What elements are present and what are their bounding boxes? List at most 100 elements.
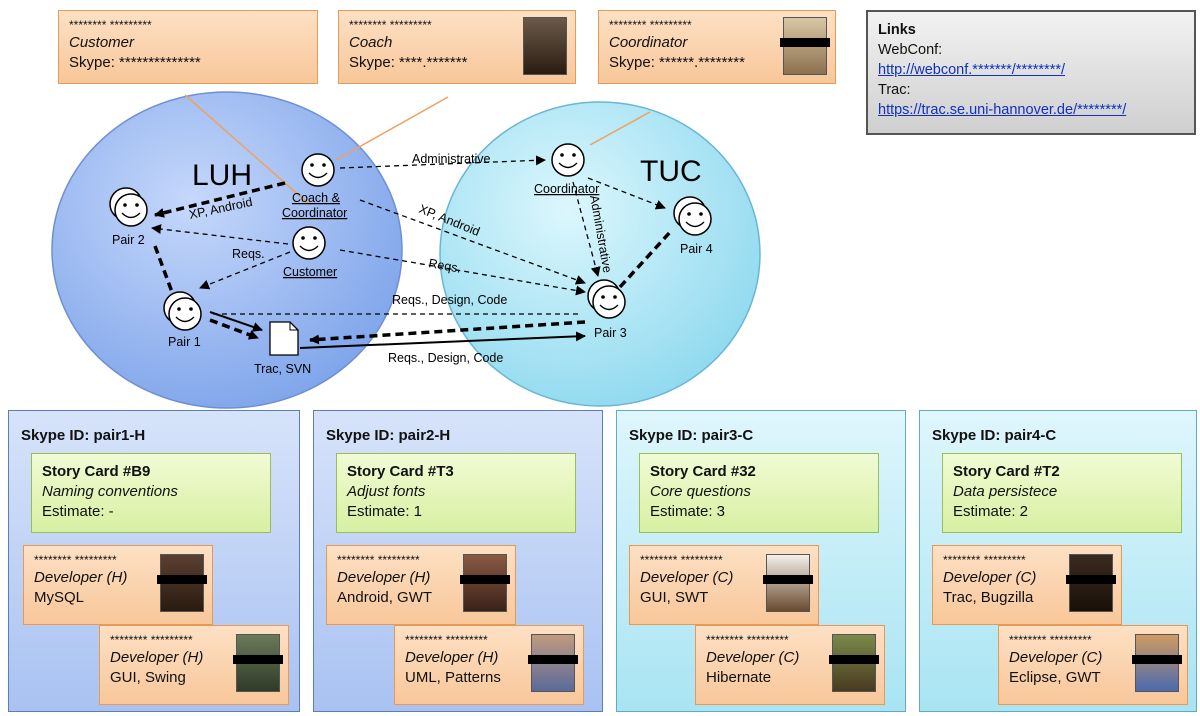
person-skype: Skype: ******.******** bbox=[609, 54, 745, 71]
person-role: Developer (C) bbox=[706, 649, 800, 666]
developer-card: ******** ********* Developer (C) Hiberna… bbox=[695, 625, 885, 705]
person-role: Coordinator bbox=[609, 34, 688, 51]
person-name: ******** ********* bbox=[640, 553, 723, 567]
node-label: Pair 4 bbox=[680, 242, 713, 256]
smiley-icon bbox=[301, 153, 335, 187]
story-estimate: Estimate: 3 bbox=[650, 503, 726, 520]
story-subtitle: Core questions bbox=[650, 483, 751, 500]
person-skills: GUI, Swing bbox=[110, 669, 186, 686]
customer-card: ******** ********* Customer Skype: *****… bbox=[58, 10, 318, 84]
story-subtitle: Naming conventions bbox=[42, 483, 178, 500]
node-label: Customer bbox=[283, 265, 337, 279]
person-name: ******** ********* bbox=[337, 553, 420, 567]
avatar bbox=[829, 634, 879, 692]
person-name: ******** ********* bbox=[349, 18, 432, 32]
coach-node: Coach & Coordinator bbox=[282, 153, 347, 220]
person-role: Developer (H) bbox=[405, 649, 499, 666]
person-role: Coach bbox=[349, 34, 393, 51]
smiley-icon bbox=[114, 193, 148, 227]
links-panel: Links WebConf: http://webconf.*******/**… bbox=[866, 10, 1196, 135]
person-skills: GUI, SWT bbox=[640, 589, 709, 606]
node-label: Coordinator bbox=[282, 206, 347, 220]
customer-node: Customer bbox=[283, 226, 337, 279]
edge-label: Reqs., Design, Code bbox=[388, 351, 503, 365]
node-label: Pair 2 bbox=[112, 233, 145, 247]
developer-card: ******** ********* Developer (C) Trac, B… bbox=[932, 545, 1122, 625]
developer-card: ******** ********* Developer (C) Eclipse… bbox=[998, 625, 1188, 705]
avatar bbox=[763, 554, 813, 612]
links-title: Links bbox=[878, 22, 916, 38]
pair2-node: Pair 2 bbox=[109, 187, 148, 247]
tuc-circle bbox=[439, 101, 761, 407]
tuc-label: TUC bbox=[640, 155, 702, 188]
person-role: Developer (C) bbox=[640, 569, 734, 586]
person-name: ******** ********* bbox=[34, 553, 117, 567]
webconf-link[interactable]: http://webconf.*******/********/ bbox=[878, 62, 1066, 78]
smiley-icon bbox=[678, 202, 712, 236]
coach-card: ******** ********* Coach Skype: ****.***… bbox=[338, 10, 576, 84]
person-skype: Skype: ****.******* bbox=[349, 54, 468, 71]
story-title: Story Card #T3 bbox=[347, 463, 454, 480]
edge-label: Reqs., Design, Code bbox=[392, 293, 507, 307]
story-card: Story Card #T3 Adjust fonts Estimate: 1 bbox=[336, 453, 576, 533]
node-label: Trac, SVN bbox=[254, 362, 311, 376]
pair3-panel: Skype ID: pair3-C Story Card #32 Core qu… bbox=[616, 410, 906, 712]
story-card: Story Card #B9 Naming conventions Estima… bbox=[31, 453, 271, 533]
coordinator-node: Coordinator bbox=[534, 143, 599, 196]
skype-id: Skype ID: pair1-H bbox=[21, 427, 146, 444]
node-label: Pair 3 bbox=[594, 326, 627, 340]
story-estimate: Estimate: - bbox=[42, 503, 114, 520]
person-role: Developer (H) bbox=[34, 569, 128, 586]
person-role: Developer (C) bbox=[943, 569, 1037, 586]
smiley-icon bbox=[168, 297, 202, 331]
pair1-panel: Skype ID: pair1-H Story Card #B9 Naming … bbox=[8, 410, 300, 712]
developer-card: ******** ********* Developer (C) GUI, SW… bbox=[629, 545, 819, 625]
story-title: Story Card #B9 bbox=[42, 463, 151, 480]
pair1-node: Pair 1 bbox=[163, 291, 202, 349]
skype-id: Skype ID: pair3-C bbox=[629, 427, 754, 444]
developer-card: ******** ********* Developer (H) GUI, Sw… bbox=[99, 625, 289, 705]
pair2-panel: Skype ID: pair2-H Story Card #T3 Adjust … bbox=[313, 410, 603, 712]
trac-link[interactable]: https://trac.se.uni-hannover.de/********… bbox=[878, 102, 1127, 118]
person-name: ******** ********* bbox=[405, 633, 488, 647]
avatar bbox=[1132, 634, 1182, 692]
developer-card: ******** ********* Developer (H) UML, Pa… bbox=[394, 625, 584, 705]
collaboration-diagram: LUH TUC Administrative XP, Android XP, A… bbox=[51, 91, 761, 409]
pair4-panel: Skype ID: pair4-C Story Card #T2 Data pe… bbox=[919, 410, 1197, 712]
pair4-node: Pair 4 bbox=[673, 196, 713, 256]
person-name: ******** ********* bbox=[706, 633, 789, 647]
avatar bbox=[233, 634, 283, 692]
person-skills: Trac, Bugzilla bbox=[943, 589, 1034, 606]
story-title: Story Card #32 bbox=[650, 463, 756, 480]
smiley-icon bbox=[292, 226, 326, 260]
avatar bbox=[460, 554, 510, 612]
story-estimate: Estimate: 2 bbox=[953, 503, 1029, 520]
smiley-icon bbox=[592, 285, 626, 319]
person-name: ******** ********* bbox=[1009, 633, 1092, 647]
person-skills: Eclipse, GWT bbox=[1009, 669, 1101, 686]
pair3-node: Pair 3 bbox=[587, 279, 627, 340]
person-name: ******** ********* bbox=[943, 553, 1026, 567]
luh-circle bbox=[51, 91, 403, 409]
person-skype: Skype: ************** bbox=[69, 54, 201, 71]
coordinator-card: ******** ********* Coordinator Skype: **… bbox=[598, 10, 836, 84]
node-label: Coordinator bbox=[534, 182, 599, 196]
avatar bbox=[157, 554, 207, 612]
person-name: ******** ********* bbox=[110, 633, 193, 647]
edge-label: Reqs. bbox=[232, 247, 265, 261]
skype-id: Skype ID: pair4-C bbox=[932, 427, 1057, 444]
skype-id: Skype ID: pair2-H bbox=[326, 427, 451, 444]
avatar bbox=[528, 634, 578, 692]
person-role: Developer (H) bbox=[337, 569, 431, 586]
trac-label: Trac: bbox=[878, 82, 911, 98]
person-skills: MySQL bbox=[34, 589, 85, 606]
person-skills: Android, GWT bbox=[337, 589, 433, 606]
person-skills: UML, Patterns bbox=[405, 669, 501, 686]
story-subtitle: Adjust fonts bbox=[347, 483, 426, 500]
story-estimate: Estimate: 1 bbox=[347, 503, 423, 520]
smiley-icon bbox=[551, 143, 585, 177]
node-label: Pair 1 bbox=[168, 335, 201, 349]
person-name: ******** ********* bbox=[609, 18, 692, 32]
story-card: Story Card #T2 Data persistece Estimate:… bbox=[942, 453, 1182, 533]
person-name: ******** ********* bbox=[69, 18, 152, 32]
